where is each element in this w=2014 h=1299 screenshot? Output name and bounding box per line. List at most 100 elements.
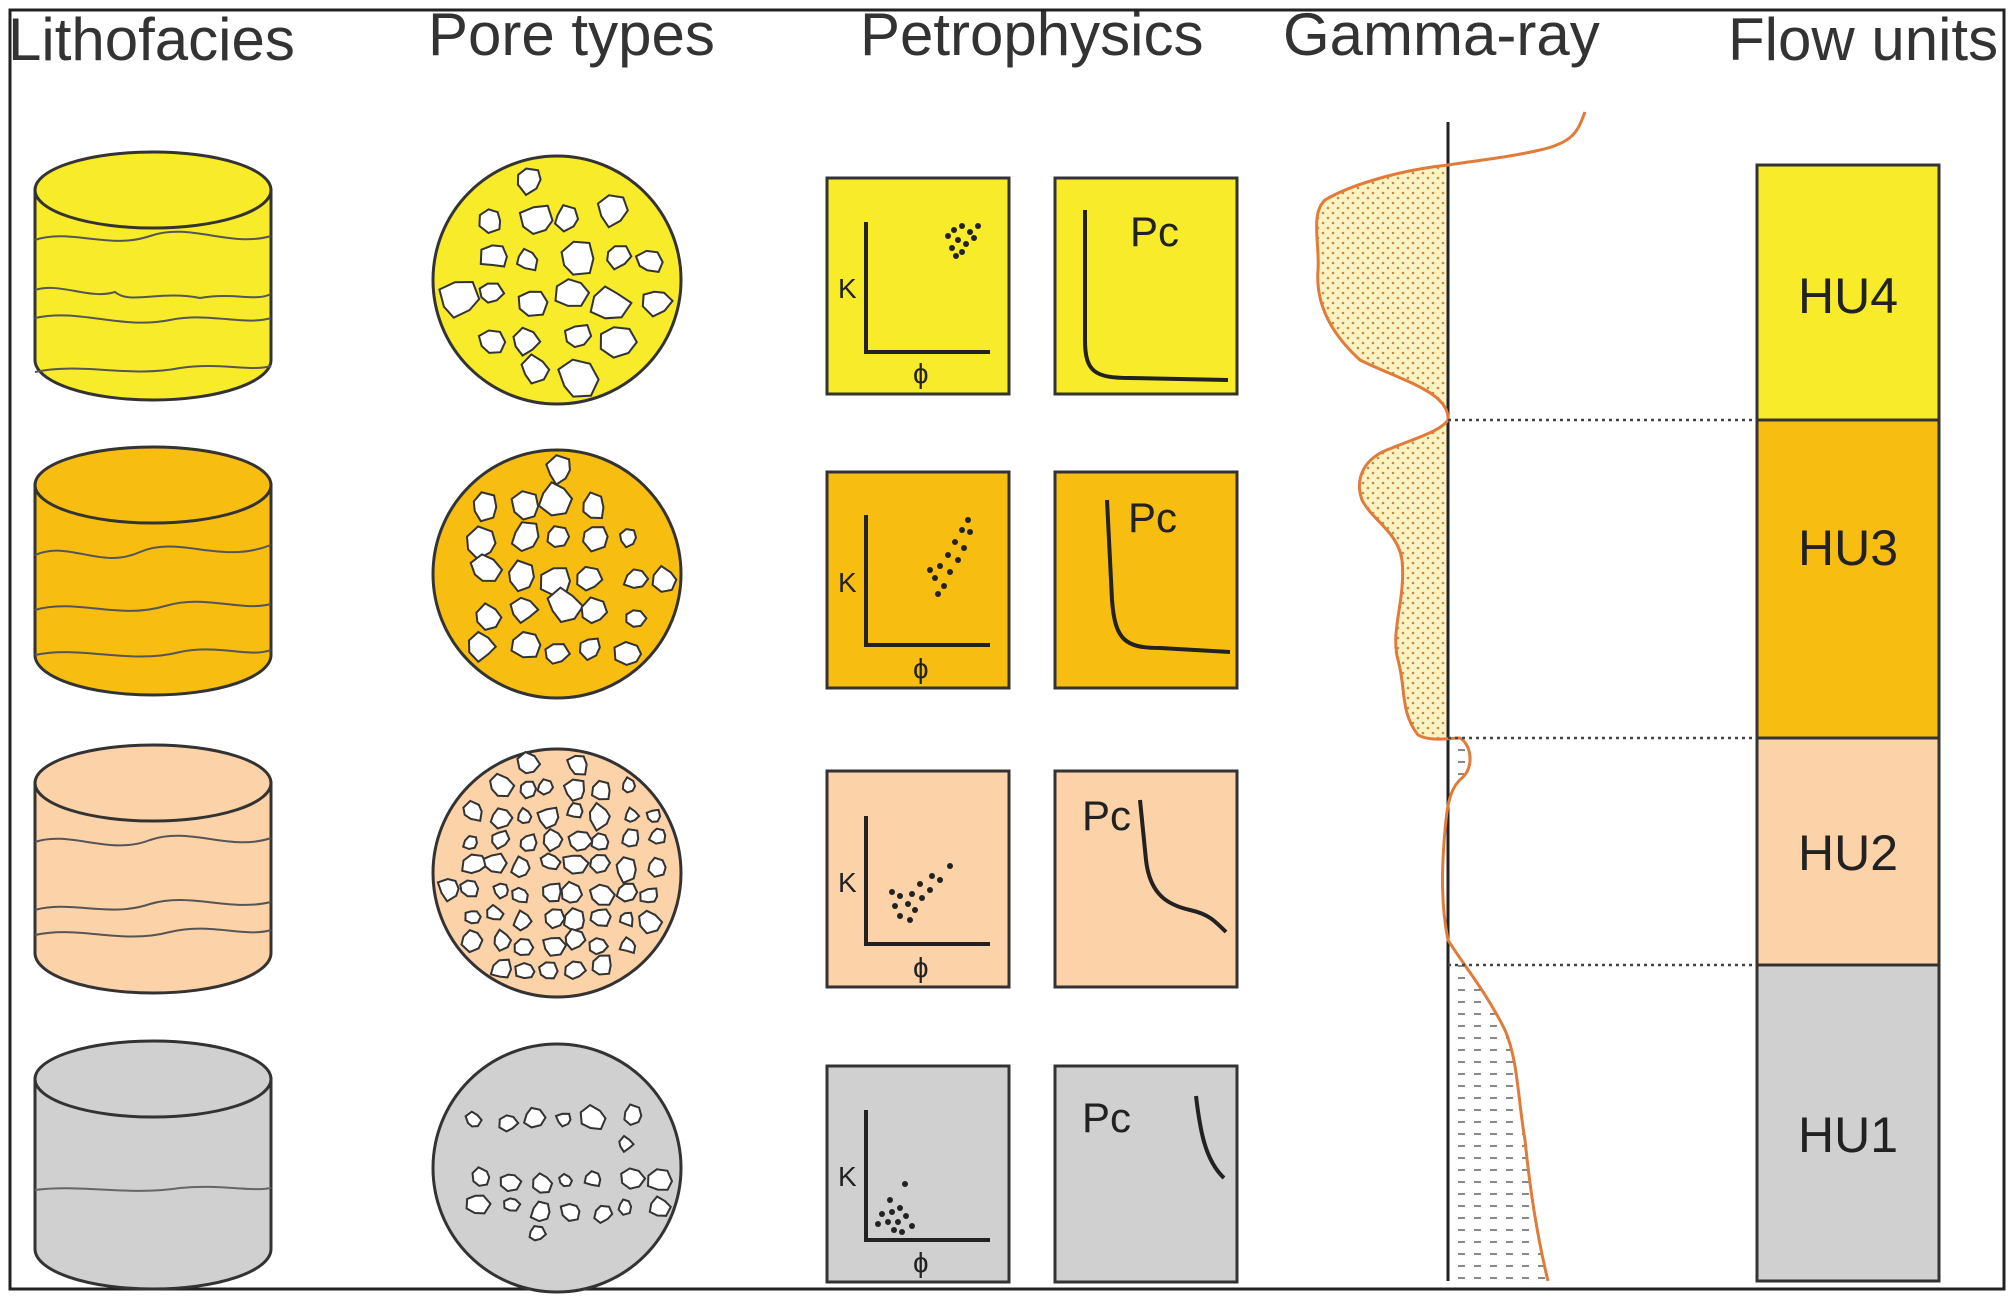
pore	[542, 827, 564, 853]
pore	[464, 910, 482, 925]
pore	[513, 937, 535, 957]
pore	[590, 832, 610, 851]
flow-unit-label-hu4: HU4	[1798, 268, 1898, 324]
pore	[582, 526, 609, 553]
pore	[486, 903, 505, 921]
pore	[478, 208, 502, 235]
pore	[465, 1194, 492, 1215]
flow-units-column: HU4 HU3 HU2 HU1	[1755, 163, 1941, 1283]
pore	[589, 285, 633, 320]
pore	[471, 1166, 491, 1187]
pore	[541, 936, 568, 957]
pore	[554, 1112, 572, 1128]
pore-disc-hu4	[431, 154, 683, 406]
capillary-pressure-plot-hu1: Pc	[1053, 1064, 1239, 1284]
pore	[515, 247, 539, 272]
pore	[544, 643, 572, 665]
pc-label: Pc	[1130, 208, 1179, 255]
pore	[562, 854, 590, 875]
pore	[648, 1195, 673, 1217]
pore	[589, 853, 612, 874]
pore	[583, 1170, 602, 1188]
phi-axis-label: ɸ	[913, 653, 928, 684]
pore	[465, 525, 497, 561]
pore	[516, 167, 542, 197]
pore	[511, 886, 529, 904]
pore	[617, 1198, 633, 1216]
pore	[545, 454, 571, 486]
pore	[639, 887, 659, 904]
lithofacies-cylinder-hu2	[33, 743, 273, 995]
pore	[472, 491, 498, 523]
k-phi-crossplot-hu2: K ɸ	[825, 769, 1011, 989]
pore	[588, 937, 610, 956]
pore	[461, 853, 489, 875]
k-phi-crossplot-hu4: K ɸ	[825, 176, 1011, 396]
pore	[522, 1106, 547, 1129]
pore	[623, 1103, 643, 1127]
scatter-points	[927, 517, 973, 597]
flow-unit-hu4	[1755, 163, 1941, 422]
pore	[620, 1167, 647, 1190]
k-phi-crossplot-hu1: K ɸ	[825, 1064, 1011, 1284]
pore	[477, 329, 507, 354]
pore	[544, 908, 566, 930]
pore	[613, 640, 643, 666]
pore	[563, 907, 585, 933]
pore	[459, 879, 480, 898]
scatter-points	[889, 863, 953, 923]
phi-axis-label: ɸ	[913, 358, 928, 389]
lithofacies-cylinder-hu3	[33, 445, 273, 697]
pore	[518, 204, 554, 236]
pore	[478, 282, 506, 304]
pore	[622, 568, 650, 589]
pore	[510, 630, 542, 659]
pore	[564, 927, 587, 951]
pore	[578, 637, 601, 662]
k-axis-label: K	[838, 273, 857, 304]
pore	[546, 525, 571, 549]
pore	[536, 778, 555, 796]
pore	[606, 245, 633, 271]
pore	[467, 630, 498, 664]
pore	[489, 958, 513, 979]
pore	[464, 1110, 483, 1128]
pore	[645, 808, 662, 823]
scatter-points	[875, 1181, 915, 1235]
pore	[493, 928, 513, 953]
pore	[651, 564, 678, 593]
pore	[510, 490, 540, 521]
pore	[621, 828, 640, 848]
pore	[537, 481, 574, 517]
pore	[554, 278, 591, 307]
capillary-pressure-plot-hu4: Pc	[1053, 176, 1239, 396]
pore	[618, 1134, 635, 1154]
capillary-pressure-plot-hu2: Pc	[1053, 769, 1239, 989]
phi-axis-label: ɸ	[913, 1247, 928, 1278]
pore	[567, 830, 594, 852]
pore	[520, 353, 551, 385]
pore	[489, 807, 514, 830]
pore	[508, 559, 535, 593]
figure-border	[8, 8, 2006, 1291]
pore	[514, 962, 536, 980]
scatter-points	[945, 223, 981, 259]
pore	[621, 776, 637, 794]
title-gamma-ray: Gamma-ray	[1283, 1, 1600, 68]
gamma-ray-log	[1315, 111, 1587, 1282]
pore-disc-hu1	[431, 1042, 683, 1294]
pore	[563, 324, 593, 349]
pore	[553, 204, 580, 233]
pore	[482, 852, 508, 874]
correlation-lines	[1448, 418, 1757, 967]
pore	[596, 194, 629, 229]
pore	[647, 856, 667, 878]
pore	[564, 960, 588, 981]
title-flow-units: Flow units	[1728, 6, 1998, 73]
pore	[516, 750, 542, 775]
pore	[479, 244, 508, 268]
pore	[499, 1173, 523, 1193]
pore	[509, 855, 531, 879]
pore	[491, 829, 511, 851]
pore	[615, 882, 639, 903]
